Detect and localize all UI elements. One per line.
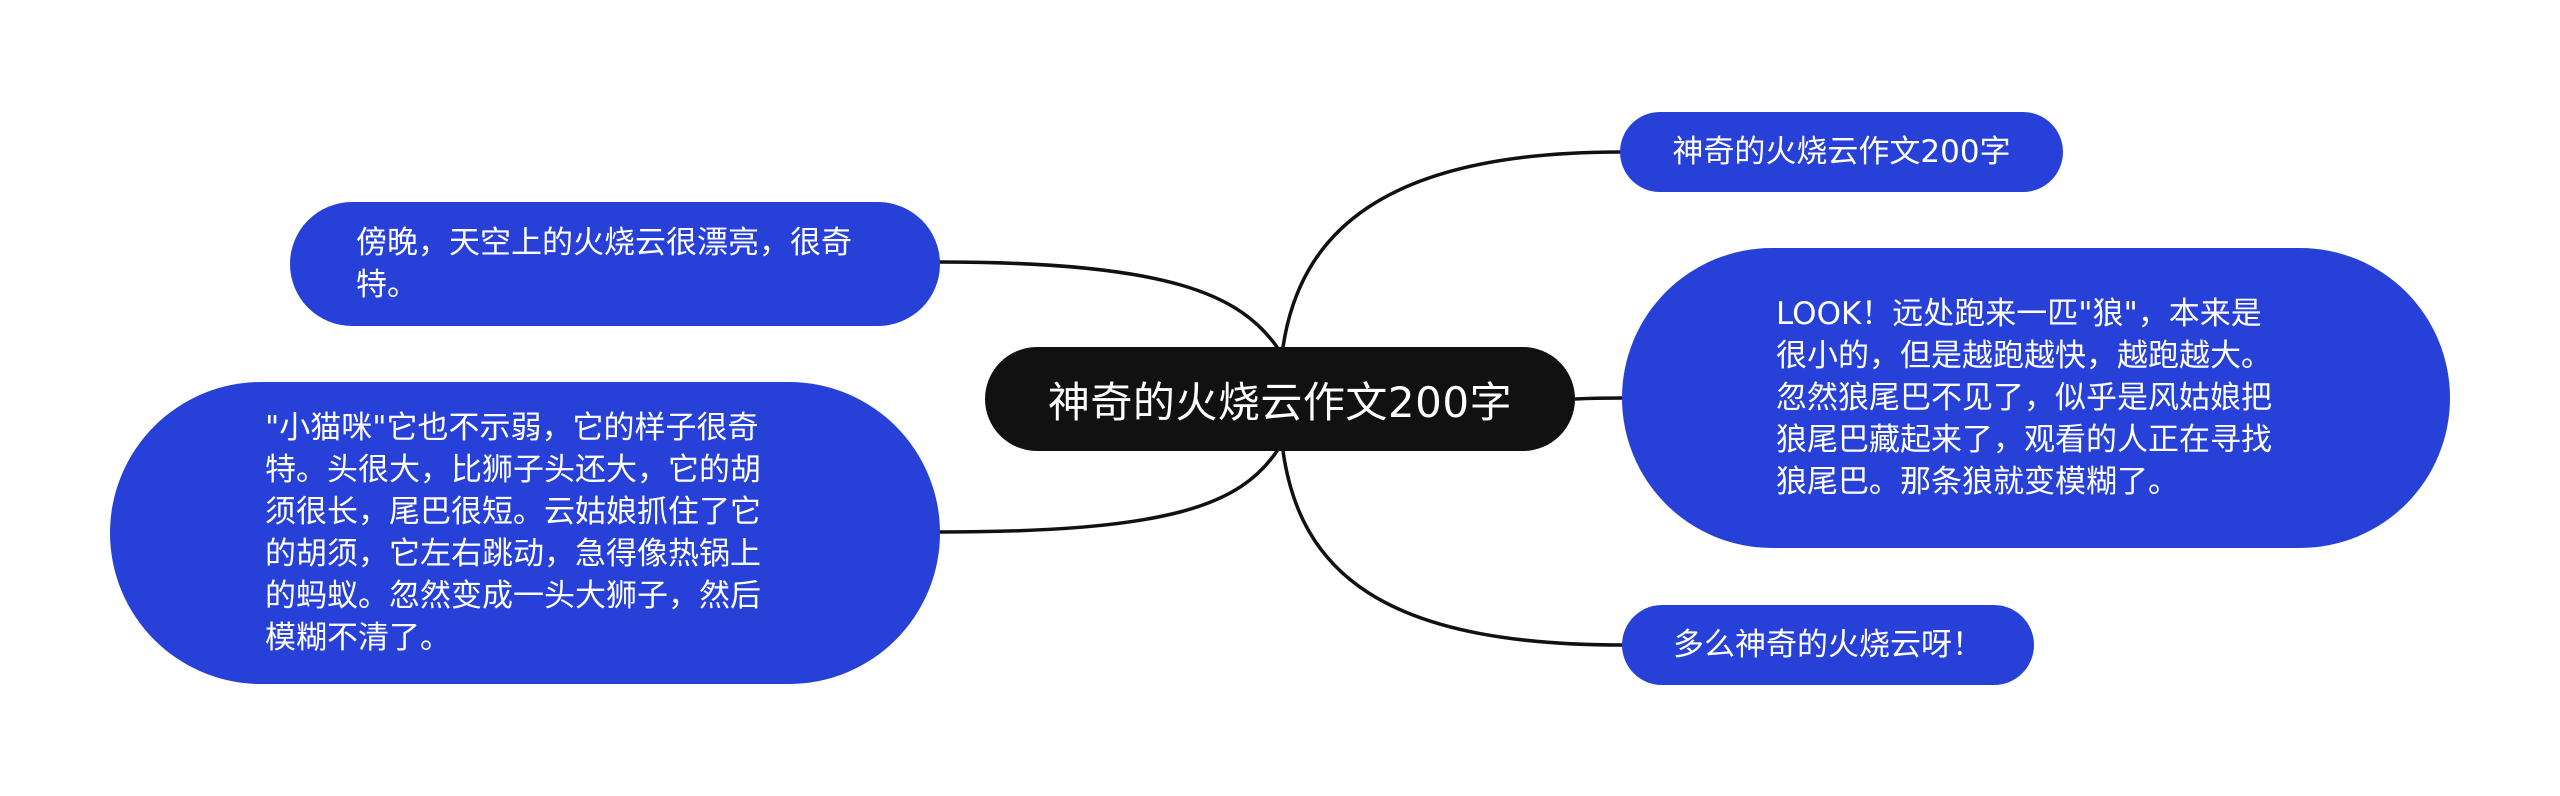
topic-node-wolf[interactable]: LOOK！远处跑来一匹"狼"，本来是很小的，但是越跑越快，越跑越大。忽然狼尾巴不… [1622,248,2450,548]
topic-node-exclamation[interactable]: 多么神奇的火烧云呀！ [1622,605,2034,685]
topic-node-exclamation-text: 多么神奇的火烧云呀！ [1673,627,1983,663]
topic-node-wolf-text: LOOK！远处跑来一匹"狼"，本来是很小的，但是越跑越快，越跑越大。忽然狼尾巴不… [1776,296,2272,500]
connector-to-upper-left-node [938,260,1279,349]
root-topic-label: 神奇的火烧云作文200字 [1047,377,1513,427]
connector-to-lower-left-node [938,449,1279,534]
topic-node-kitten[interactable]: "小猫咪"它也不示弱，它的样子很奇特。头很大，比狮子头还大，它的胡须很长，尾巴很… [110,382,940,684]
topic-node-kitten-text: "小猫咪"它也不示弱，它的样子很奇特。头很大，比狮子头还大，它的胡须很长，尾巴很… [265,410,761,656]
root-topic-node[interactable]: 神奇的火烧云作文200字 [985,347,1575,451]
topic-node-title-text: 神奇的火烧云作文200字 [1672,134,2011,170]
topic-node-evening[interactable]: 傍晚，天空上的火烧云很漂亮，很奇特。 [290,202,940,326]
topic-node-title[interactable]: 神奇的火烧云作文200字 [1620,112,2063,192]
connector-to-right-node [1573,396,1624,401]
topic-node-evening-text: 傍晚，天空上的火烧云很漂亮，很奇特。 [356,225,852,303]
connector-to-top-node [1281,150,1622,349]
connector-to-bottom-node [1281,449,1624,647]
